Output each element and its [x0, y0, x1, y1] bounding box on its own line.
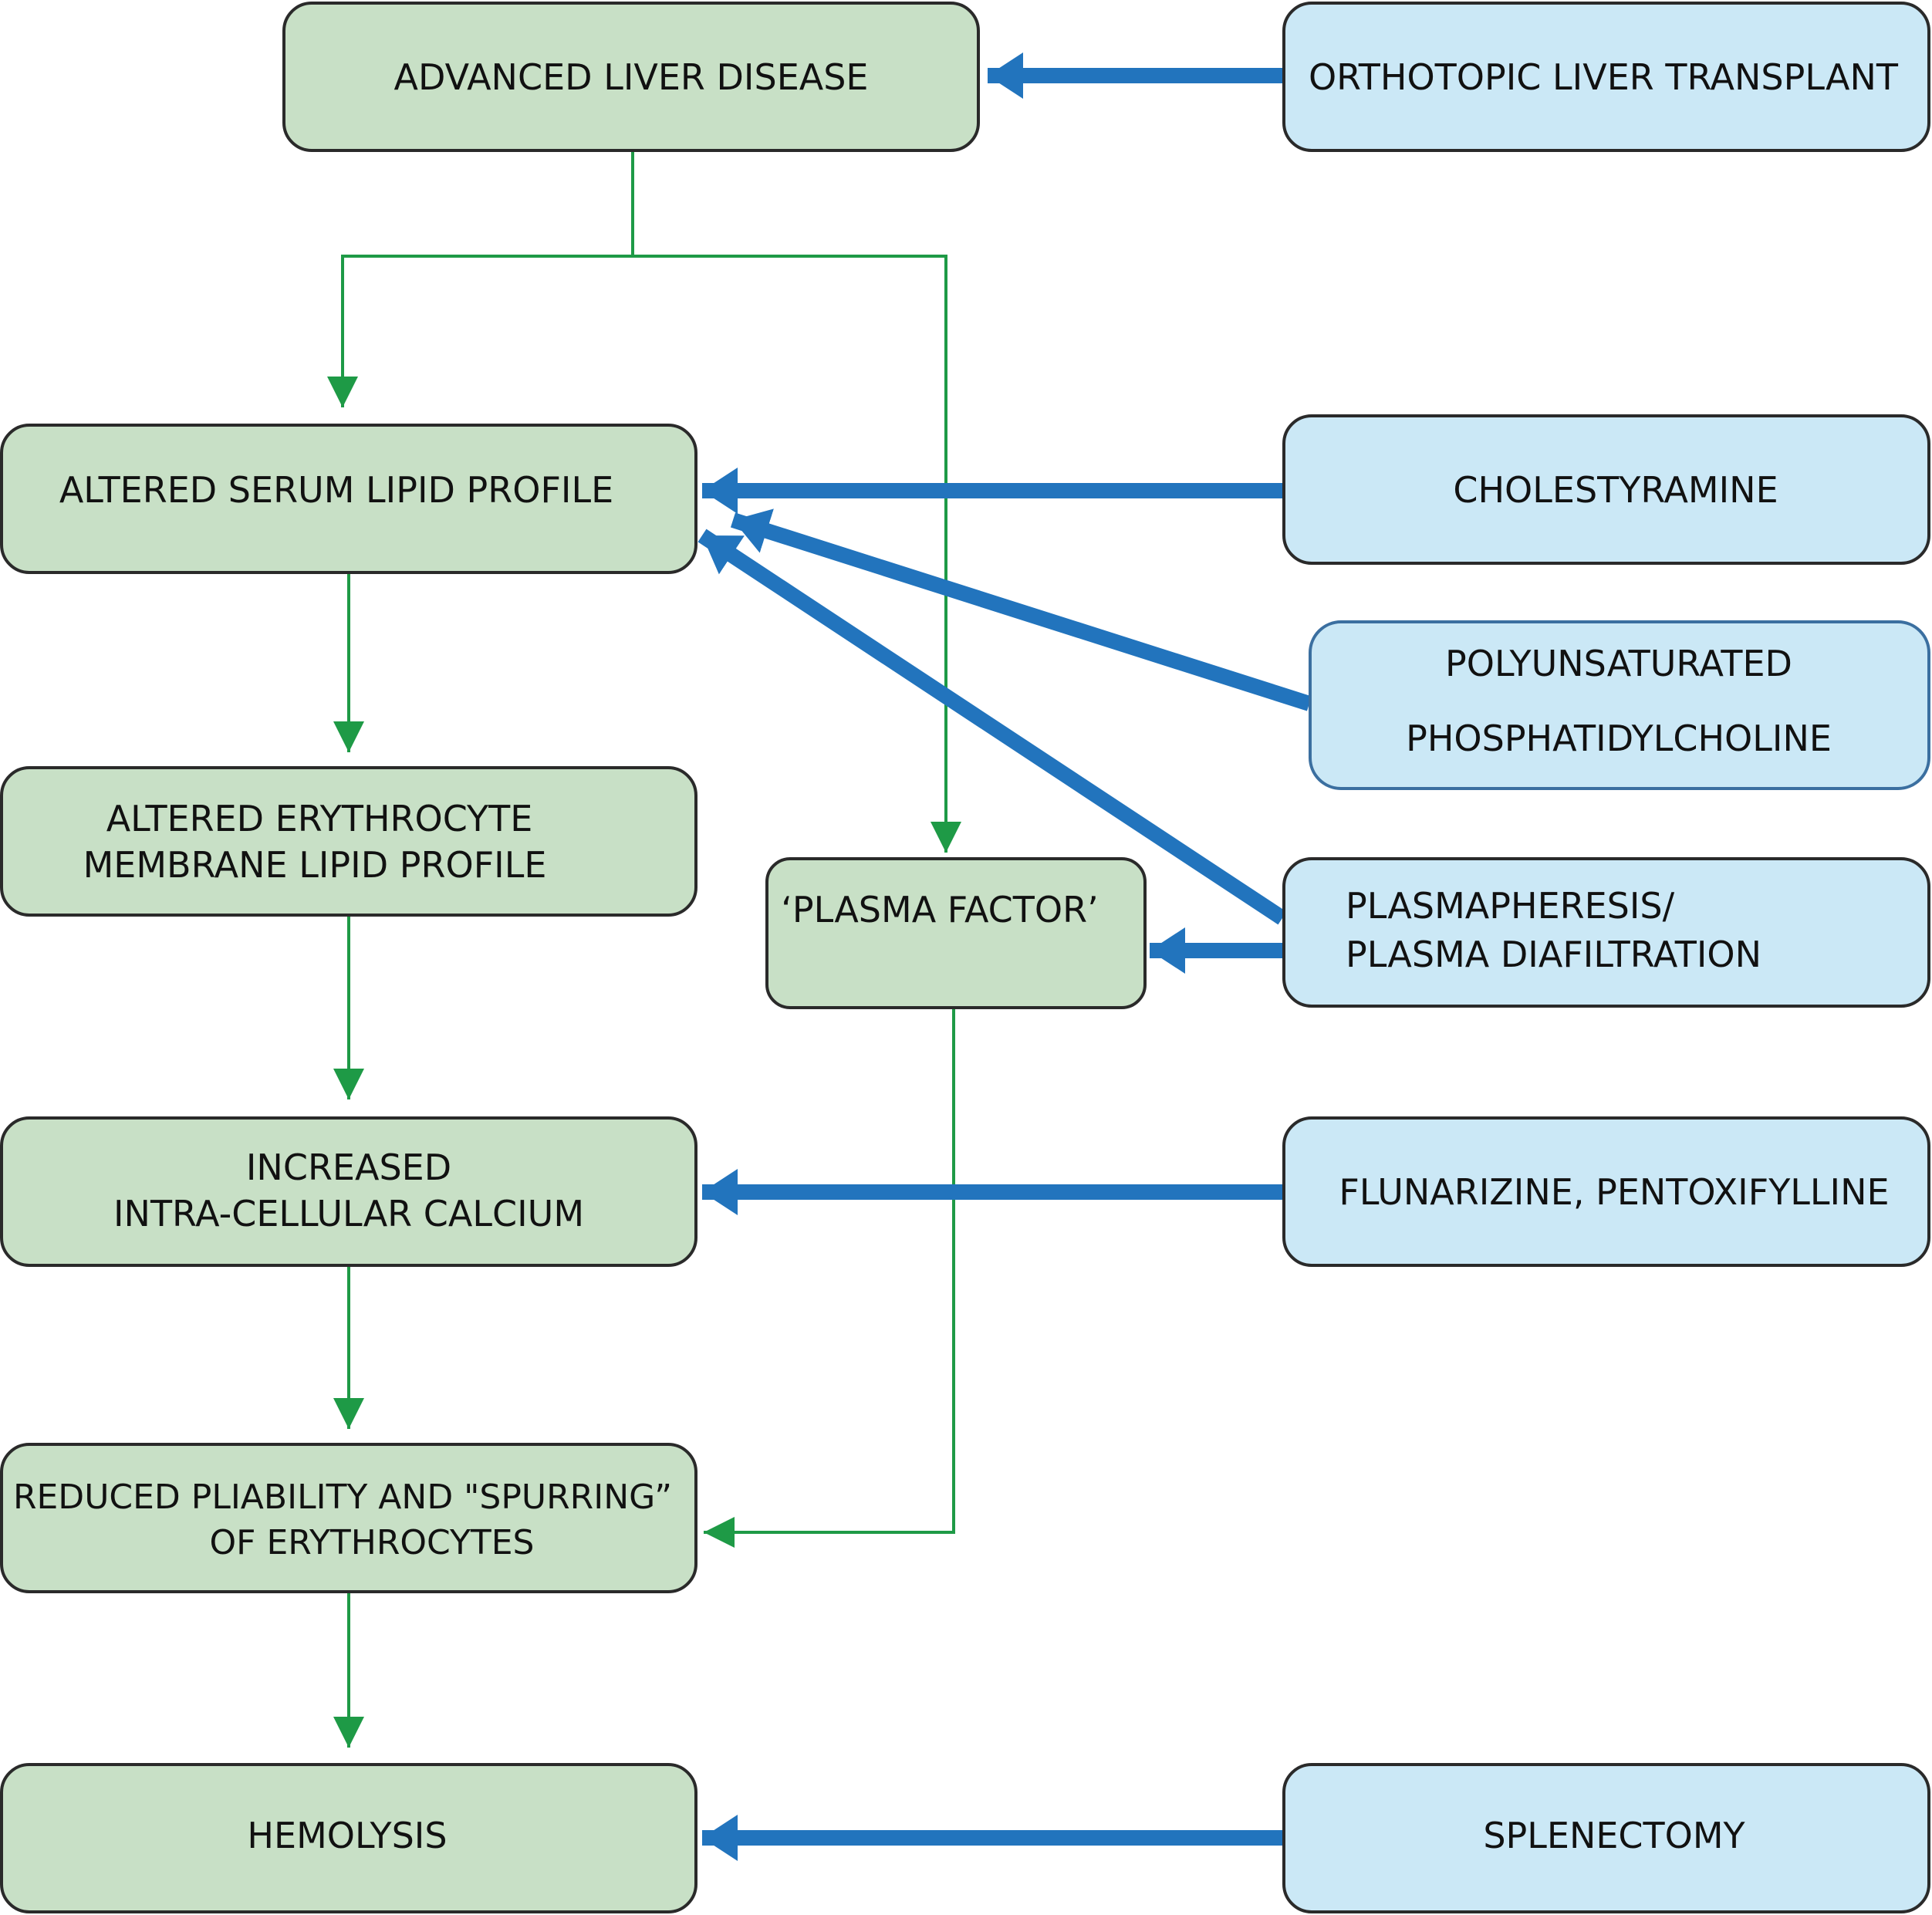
- label-altered-serum-lipid-profile: ALTERED SERUM LIPID PROFILE: [59, 469, 613, 511]
- box-orthotopic-liver-transplant: ORTHOTOPIC LIVER TRANSPLANT: [1282, 2, 1930, 152]
- arrow-plasmapheresis-to-serum-lipid: [697, 529, 1287, 925]
- box-cholestyramine: CHOLESTYRAMINE: [1282, 414, 1930, 565]
- connector-to-plasma-factor: [633, 255, 961, 853]
- box-increased-intracellular-calcium: INCREASED INTRA-CELLULAR CALCIUM: [0, 1116, 697, 1267]
- label-altered-erythrocyte-line1: ALTERED ERYTHROCYTE: [106, 798, 533, 839]
- label-polyunsaturated-line1: POLYUNSATURATED: [1445, 643, 1792, 684]
- green-connectors: [327, 150, 961, 1748]
- label-plasmapheresis-line2: PLASMA DIAFILTRATION: [1346, 934, 1761, 975]
- box-flunarizine-pentoxifylline: FLUNARIZINE, PENTOXIFYLLINE: [1282, 1116, 1930, 1267]
- box-hemolysis: HEMOLYSIS: [0, 1763, 697, 1913]
- box-advanced-liver-disease: ADVANCED LIVER DISEASE: [282, 2, 980, 152]
- label-plasma-factor: ‘PLASMA FACTOR’: [781, 889, 1098, 930]
- box-splenectomy: SPLENECTOMY: [1282, 1763, 1930, 1913]
- label-orthotopic-liver-transplant: ORTHOTOPIC LIVER TRANSPLANT: [1309, 56, 1899, 98]
- box-plasmapheresis: PLASMAPHERESIS/ PLASMA DIAFILTRATION: [1282, 857, 1930, 1008]
- label-altered-erythrocyte-line2: MEMBRANE LIPID PROFILE: [83, 844, 547, 886]
- label-increased-calcium-line2: INTRA-CELLULAR CALCIUM: [113, 1193, 584, 1234]
- connector-to-serum-lipid: [327, 255, 633, 407]
- label-reduced-pliability-line1: REDUCED PLIABILITY AND "SPURRING”: [13, 1478, 672, 1517]
- label-cholestyramine: CHOLESTYRAMINE: [1453, 469, 1778, 511]
- label-plasmapheresis-line1: PLASMAPHERESIS/: [1346, 885, 1675, 927]
- box-polyunsaturated-phosphatidylcholine: POLYUNSATURATED PHOSPHATIDYLCHOLINE: [1309, 620, 1930, 790]
- label-hemolysis: HEMOLYSIS: [247, 1815, 447, 1856]
- label-polyunsaturated-line2: PHOSPHATIDYLCHOLINE: [1406, 718, 1832, 759]
- arrow-polyunsaturated-to-serum-lipid: [730, 508, 1312, 711]
- box-reduced-pliability: REDUCED PLIABILITY AND "SPURRING” OF ERY…: [0, 1443, 697, 1593]
- box-plasma-factor: ‘PLASMA FACTOR’: [765, 857, 1147, 1009]
- connector-plasma-factor-to-reduced-pliability: [704, 1009, 955, 1548]
- box-altered-erythrocyte-membrane: ALTERED ERYTHROCYTE MEMBRANE LIPID PROFI…: [0, 766, 697, 917]
- box-altered-serum-lipid-profile: ALTERED SERUM LIPID PROFILE: [0, 424, 697, 574]
- label-increased-calcium-line1: INCREASED: [246, 1147, 451, 1188]
- label-flunarizine-pentoxifylline: FLUNARIZINE, PENTOXIFYLLINE: [1339, 1171, 1889, 1213]
- therapy-arrows: [697, 52, 1312, 1861]
- label-splenectomy: SPLENECTOMY: [1483, 1815, 1745, 1856]
- label-advanced-liver-disease: ADVANCED LIVER DISEASE: [393, 56, 868, 98]
- label-reduced-pliability-line2: OF ERYTHROCYTES: [210, 1523, 535, 1562]
